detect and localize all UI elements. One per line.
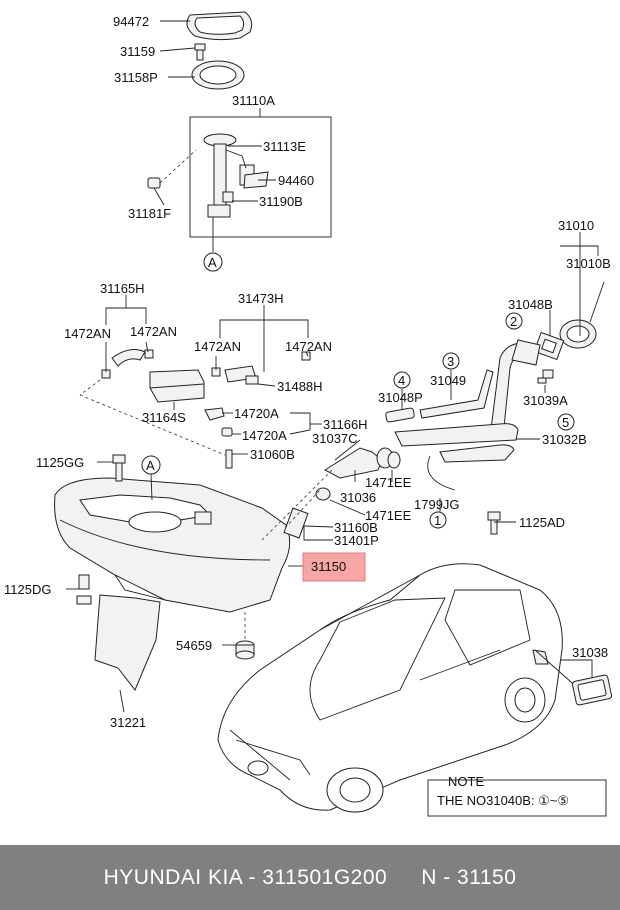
marker-a-tank-text: A [146, 458, 155, 473]
filler-cap-31010b [559, 281, 605, 349]
label-1471ee-a: 1471EE [365, 475, 412, 490]
label-31401p: 31401P [334, 533, 379, 548]
label-31010b: 31010B [566, 256, 611, 271]
note-title: NOTE [448, 774, 484, 789]
label-14720a-a: 14720A [234, 406, 279, 421]
pump-module-box [189, 116, 332, 238]
label-31060b: 31060B [250, 447, 295, 462]
door-31038 [571, 674, 613, 706]
circle-3-text: 3 [447, 354, 454, 369]
label-31165h: 31165H [100, 281, 145, 296]
highlight-31150 [302, 552, 366, 582]
label-31473h: 31473H [238, 291, 284, 306]
marker-a-top-text: A [208, 255, 217, 270]
label-31488h: 31488H [277, 379, 323, 394]
label-14720a-b: 14720A [242, 428, 287, 443]
bushing-54659 [235, 640, 255, 660]
parts-diagram: 94472 31159 31158P 31110A 31113E 94460 3… [4, 11, 613, 817]
ring-31158p [191, 60, 245, 90]
circle-marker-2 [505, 312, 523, 330]
bolt-31159 [194, 43, 206, 61]
label-1471ee-b: 1471EE [365, 508, 412, 523]
hose-assembly-31032b [394, 423, 519, 491]
label-31221: 31221 [110, 715, 146, 730]
label-31160b: 31160B [334, 520, 378, 535]
hose-31160b [283, 507, 309, 539]
label-31036: 31036 [340, 490, 376, 505]
hoses-14720a [204, 407, 233, 437]
label-31048b: 31048B [508, 297, 553, 312]
label-31159: 31159 [120, 44, 155, 59]
circle-1-text: 1 [434, 513, 441, 528]
label-31181f: 31181F [128, 206, 171, 221]
bolt-31060b [225, 449, 233, 469]
footer-bar: HYUNDAI KIA - 311501G200 N - 31150 [0, 845, 620, 910]
label-94472: 94472 [113, 14, 149, 29]
circle-marker-5 [557, 413, 575, 431]
label-1472an-b: 1472AN [130, 324, 177, 339]
label-94460: 94460 [278, 173, 314, 188]
filter-31181f [147, 177, 161, 189]
hose-31036 [324, 447, 394, 479]
label-31038: 31038 [572, 645, 608, 660]
hose-31048p [385, 407, 415, 423]
gasket-31048b [533, 331, 565, 361]
label-31037c: 31037C [312, 431, 358, 446]
label-31032b: 31032B [542, 432, 587, 447]
label-31190b: 31190B [259, 194, 303, 209]
part-labels: 94472 31159 31158P 31110A 31113E 94460 3… [4, 14, 611, 808]
label-31150: 31150 [311, 559, 346, 574]
marker-a-top [203, 252, 223, 272]
label-31166h: 31166H [323, 417, 368, 432]
fuel-pump-module [203, 133, 269, 218]
circle-marker-1 [429, 511, 447, 529]
label-1799jg: 1799JG [414, 497, 460, 512]
bolt-1125dg [76, 574, 92, 605]
label-1472an-d: 1472AN [285, 339, 332, 354]
circle-marker-3 [442, 352, 460, 370]
circle-2-text: 2 [510, 314, 517, 329]
footer-number: N - 31150 [421, 865, 517, 889]
circle-marker-4 [393, 371, 411, 389]
label-31110a: 31110A [232, 93, 275, 108]
footer-brand-partno: HYUNDAI KIA - 311501G200 [103, 865, 388, 889]
gasket-94472 [186, 11, 253, 41]
label-31113e: 31113E [263, 139, 306, 154]
note-box [427, 779, 607, 817]
label-1472an-a: 1472AN [64, 326, 111, 341]
canister-31164s [149, 369, 205, 403]
pipe-31049 [419, 369, 494, 419]
bolt-1125gg [112, 454, 126, 482]
label-31164s: 31164S [142, 410, 186, 425]
label-31010: 31010 [558, 218, 594, 233]
fuel-tank-31150 [54, 477, 291, 613]
circle-4-text: 4 [398, 373, 405, 388]
circle-5-text: 5 [562, 415, 569, 430]
bolt-31039a [537, 369, 554, 384]
label-31048p: 31048P [378, 390, 423, 405]
label-54659: 54659 [176, 638, 212, 653]
filler-neck-pipe [489, 339, 541, 438]
label-1472an-c: 1472AN [194, 339, 241, 354]
label-31039a: 31039A [523, 393, 568, 408]
label-1125ad: 1125AD [519, 515, 565, 530]
label-31049: 31049 [430, 373, 466, 388]
vapor-hoses-top [101, 349, 311, 385]
note-text: THE NO31040B: ①~⑤ [437, 793, 569, 808]
label-31158p: 31158P [114, 70, 158, 85]
label-1125dg: 1125DG [4, 582, 51, 597]
car-illustration [217, 563, 581, 813]
leader-lines [66, 20, 599, 678]
label-1125gg: 1125GG [36, 455, 84, 470]
heat-shield-31221 [94, 594, 161, 691]
bolt-1125ad [487, 511, 501, 535]
